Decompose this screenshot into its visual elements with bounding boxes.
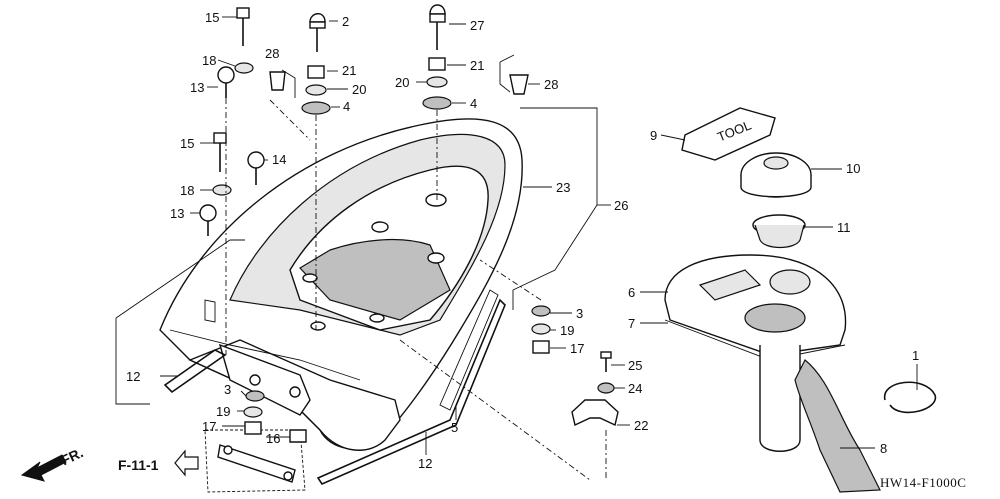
seal-strip-12b: [316, 298, 506, 486]
collar-24: [597, 382, 615, 394]
callout-12: 12: [126, 369, 140, 384]
tool-lid-9: TOOL: [681, 107, 776, 161]
callout-7: 7: [628, 316, 635, 331]
bolt-15b: [213, 132, 227, 172]
callout-3: 3: [224, 382, 231, 397]
callout-4: 4: [343, 99, 350, 114]
clip-25: [600, 351, 612, 372]
callout-12: 12: [418, 456, 432, 471]
callout-21: 21: [342, 63, 356, 78]
callout-10: 10: [846, 161, 860, 176]
callout-20: 20: [352, 82, 366, 97]
reference-label: F-11-1: [118, 457, 159, 473]
washer-20b: [426, 76, 448, 88]
callout-20: 20: [395, 75, 409, 90]
washer-19b: [243, 406, 263, 418]
filler-neck-8: [759, 345, 881, 493]
grommet-4a: [301, 101, 331, 115]
nut-17a: [532, 340, 550, 354]
storage-bin: [159, 118, 523, 451]
washer-18a: [234, 62, 254, 74]
callout-18: 18: [202, 53, 216, 68]
callout-27: 27: [470, 18, 484, 33]
reference-arrow-icon: [174, 449, 199, 477]
grommet-4b: [422, 96, 452, 110]
callout-25: 25: [628, 358, 642, 373]
callout-5: 5: [451, 420, 458, 435]
bottom-bracket: [204, 429, 307, 493]
washer-18b: [212, 184, 232, 196]
nut-21a: [307, 65, 325, 79]
reference-callout: F-11-1: [118, 449, 199, 477]
diagram-code: HW14-F1000C: [880, 475, 966, 490]
screw-13a: [217, 66, 235, 98]
callout-17: 17: [202, 419, 216, 434]
callout-9: 9: [650, 128, 657, 143]
callout-28: 28: [265, 46, 279, 61]
callout-15: 15: [205, 10, 219, 25]
callout-26: 26: [614, 198, 628, 213]
front-direction-label: FR.: [58, 444, 85, 468]
callout-14: 14: [272, 152, 286, 167]
callout-8: 8: [880, 441, 887, 456]
front-direction-arrow: FR.: [20, 444, 86, 482]
callout-28: 28: [544, 77, 558, 92]
callout-2: 2: [342, 14, 349, 29]
callout-18: 18: [180, 183, 194, 198]
nut-21b: [428, 57, 446, 71]
grommet-3b: [245, 390, 265, 402]
callout-23: 23: [556, 180, 570, 195]
callout-19: 19: [216, 404, 230, 419]
holder-22: [571, 399, 619, 427]
callout-4: 4: [470, 96, 477, 111]
callout-13: 13: [170, 206, 184, 221]
screw-14: [247, 151, 265, 185]
bolt-15a: [236, 7, 250, 46]
callout-6: 6: [628, 285, 635, 300]
callout-1: 1: [912, 348, 919, 363]
nut-17b: [244, 421, 262, 435]
filter-11: [752, 214, 806, 249]
pin-27: [429, 4, 446, 50]
callout-15: 15: [180, 136, 194, 151]
seal-strip-12a: [163, 349, 227, 394]
callout-24: 24: [628, 381, 642, 396]
leader-lines: [115, 16, 918, 481]
screw-13b: [199, 204, 217, 236]
washer-20a: [305, 84, 327, 96]
seal-strip-5: [439, 289, 499, 411]
washer-19a: [531, 323, 551, 335]
callout-labels: 15 2 27 18 28 21 21 13 20 20 28 4 4 9 15…: [126, 10, 919, 471]
band-1: [884, 381, 936, 414]
callout-17: 17: [570, 341, 584, 356]
callout-11: 11: [837, 220, 851, 235]
fuel-cap-10: [740, 152, 812, 198]
callout-21: 21: [470, 58, 484, 73]
callout-16: 16: [266, 431, 280, 446]
callout-22: 22: [634, 418, 648, 433]
callout-19: 19: [560, 323, 574, 338]
filler-tray-6: [664, 254, 847, 356]
cushion-28a: [269, 71, 286, 91]
pin-2: [309, 13, 326, 52]
cushion-28b: [509, 74, 529, 95]
grommet-3a: [531, 305, 551, 317]
callout-3: 3: [576, 306, 583, 321]
callout-13: 13: [190, 80, 204, 95]
